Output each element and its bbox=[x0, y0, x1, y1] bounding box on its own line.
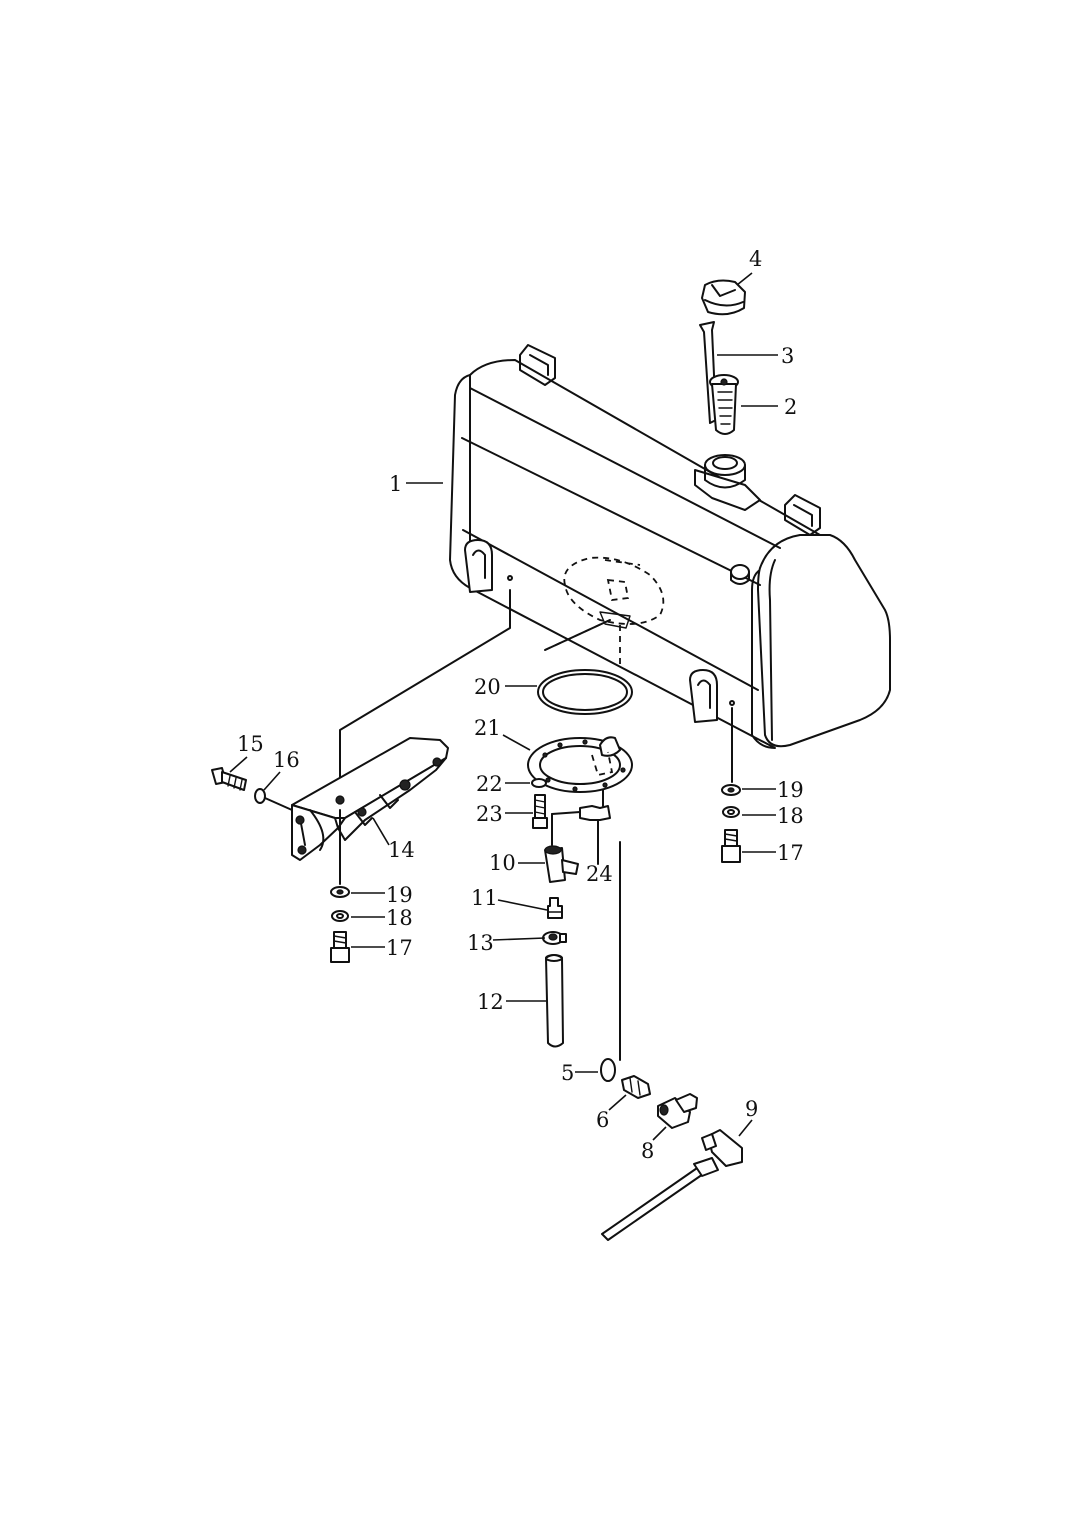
callout-6: 6 bbox=[596, 1108, 609, 1132]
fitting-11 bbox=[547, 897, 563, 919]
callout-20: 20 bbox=[474, 675, 501, 699]
callout-17-left: 17 bbox=[386, 936, 413, 960]
washer-16 bbox=[254, 788, 266, 804]
strainer bbox=[709, 374, 739, 435]
fuel-pipe bbox=[601, 1157, 719, 1241]
leader-sump-line bbox=[544, 619, 611, 651]
mounting-bracket bbox=[291, 737, 449, 861]
callout-19-left: 19 bbox=[386, 883, 413, 907]
o-ring-5 bbox=[600, 1058, 616, 1082]
callout-1: 1 bbox=[389, 472, 402, 496]
sender-flange bbox=[527, 736, 633, 793]
gasket-ring bbox=[537, 669, 633, 715]
callout-10: 10 bbox=[489, 851, 516, 875]
callout-17-right: 17 bbox=[777, 841, 804, 865]
callout-12: 12 bbox=[477, 990, 504, 1014]
connector-6 bbox=[621, 1075, 651, 1099]
callout-labels: 1 2 3 4 20 21 22 23 24 10 11 13 12 5 6 8… bbox=[237, 247, 804, 1163]
bolt-23 bbox=[532, 794, 548, 829]
tee-connector-8 bbox=[657, 1093, 698, 1129]
callout-18-left: 18 bbox=[386, 906, 413, 930]
callout-9: 9 bbox=[745, 1097, 758, 1121]
callout-18-right: 18 bbox=[777, 804, 804, 828]
washer-18-left bbox=[331, 910, 349, 922]
filler-cap bbox=[701, 279, 746, 316]
callout-15: 15 bbox=[237, 732, 264, 756]
elbow-9 bbox=[701, 1129, 743, 1167]
fitting-24 bbox=[551, 789, 611, 865]
callout-21: 21 bbox=[474, 716, 501, 740]
callout-13: 13 bbox=[467, 931, 494, 955]
callout-3: 3 bbox=[781, 344, 794, 368]
callout-5: 5 bbox=[561, 1061, 574, 1085]
callout-8: 8 bbox=[641, 1139, 654, 1163]
clamp-13 bbox=[542, 931, 567, 945]
callout-4: 4 bbox=[749, 247, 762, 271]
callout-19-right: 19 bbox=[777, 778, 804, 802]
hose-12 bbox=[545, 954, 564, 1048]
washer-18-right bbox=[722, 806, 740, 818]
bolt-15 bbox=[211, 767, 247, 791]
callout-2: 2 bbox=[784, 395, 797, 419]
fuel-tank bbox=[449, 344, 891, 749]
callout-24: 24 bbox=[586, 862, 613, 886]
callout-22: 22 bbox=[476, 772, 503, 796]
leader-tank-bracket bbox=[339, 589, 511, 801]
fitting-10 bbox=[544, 845, 579, 883]
callout-23: 23 bbox=[476, 802, 503, 826]
callout-16: 16 bbox=[273, 748, 300, 772]
washer-22 bbox=[531, 778, 547, 788]
callout-11: 11 bbox=[471, 886, 498, 910]
callout-14: 14 bbox=[388, 838, 415, 862]
bolt-17-left bbox=[330, 931, 350, 963]
callout-leaders bbox=[229, 272, 778, 1141]
bolt-17-right bbox=[721, 829, 741, 863]
